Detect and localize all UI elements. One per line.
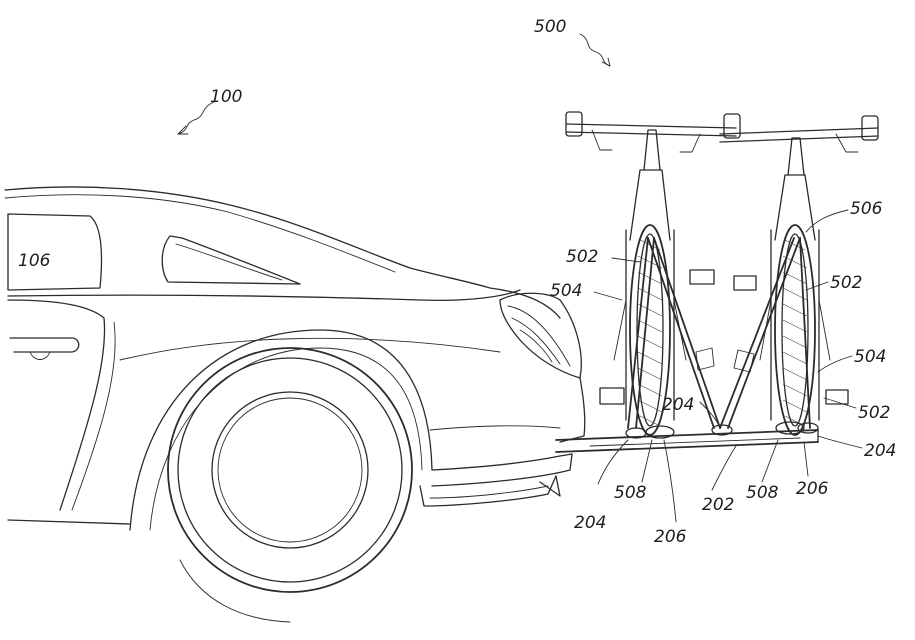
rear-wheel xyxy=(167,347,413,623)
ref-fork-mount-right: 204 xyxy=(864,441,896,461)
ref-fork-mount-left-bottom: 204 xyxy=(574,513,606,533)
ref-arm-right: 504 xyxy=(854,347,886,367)
ref-clamp-right: 508 xyxy=(746,483,779,503)
quarter-window xyxy=(161,235,301,285)
ref-rack-system: 500 xyxy=(534,17,566,37)
wheel-arch xyxy=(129,329,433,531)
leaders xyxy=(177,33,863,523)
ref-strap-right-lower: 502 xyxy=(858,403,890,423)
vehicle xyxy=(4,186,586,623)
ref-strap-left-top: 502 xyxy=(566,247,598,267)
reference-numerals: 100 106 500 502 504 506 502 504 502 204 … xyxy=(18,17,896,547)
ref-wheel-tray-right: 206 xyxy=(796,479,829,499)
bicycle-right xyxy=(719,115,879,436)
ref-wheel-tray-left: 206 xyxy=(654,527,687,547)
support-arms xyxy=(627,237,811,429)
ref-fork-mount-center: 204 xyxy=(662,395,694,415)
ref-clamp-left: 508 xyxy=(614,483,647,503)
handlebar-right xyxy=(719,127,879,135)
ref-vehicle-body: 106 xyxy=(18,251,51,271)
door-window xyxy=(7,213,103,291)
ref-hitch-bar: 202 xyxy=(702,495,734,515)
ref-strap-right-upper: 502 xyxy=(830,273,862,293)
wheel-trays xyxy=(625,421,819,439)
ref-bicycle: 506 xyxy=(850,199,883,219)
handlebar-left xyxy=(565,123,737,129)
bicycle-left xyxy=(565,111,741,436)
rear-bumper xyxy=(431,453,573,487)
ref-vehicle: 100 xyxy=(210,87,242,107)
hitch-bar xyxy=(555,429,819,453)
door-handle xyxy=(9,337,80,353)
ref-arm-left: 504 xyxy=(550,281,582,301)
